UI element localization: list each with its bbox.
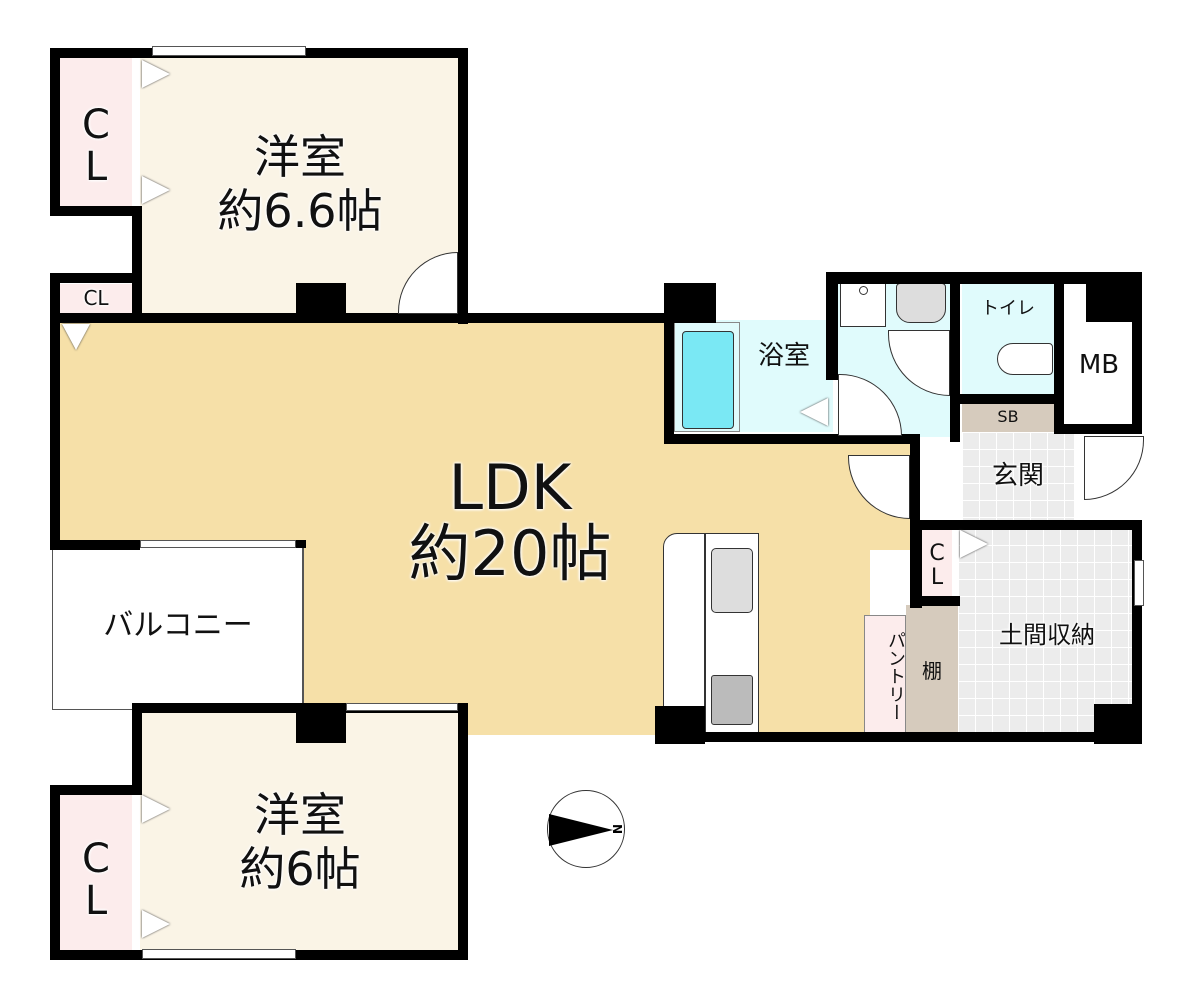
- ldk-label: LDK 約20帖: [380, 455, 640, 587]
- closet-bottom-c: C: [82, 836, 110, 882]
- balcony-label: バルコニー: [103, 608, 253, 643]
- closet-entrance-c: C: [929, 541, 945, 566]
- ldk-floor-lower: [300, 540, 870, 735]
- closet-top-floor: [58, 56, 132, 208]
- bedroom-top-label: 洋室 約6.6帖: [200, 130, 400, 238]
- window-storage: [1134, 560, 1144, 606]
- toilet-bowl: [997, 343, 1053, 375]
- compass-north-label: N: [610, 823, 625, 835]
- bedroom-bottom-floor: [140, 712, 460, 952]
- bedroom-top-floor: [140, 56, 460, 314]
- closet-bottom-label: C L: [60, 838, 132, 922]
- kitchen-counter: [663, 533, 705, 733]
- bedroom-bottom-label: 洋室 約6帖: [200, 788, 400, 896]
- closet-bottom-l: L: [84, 878, 108, 924]
- earth-floor-storage-floor: [958, 528, 1136, 736]
- closet-door-marker: [142, 176, 170, 204]
- earth-floor-storage-label: 土間収納: [999, 621, 1095, 649]
- closet-door-marker: [142, 60, 170, 88]
- closet-top-c: C: [82, 102, 110, 148]
- shoe-box-floor: [962, 404, 1054, 432]
- compass: N: [547, 790, 625, 868]
- toilet-floor: [962, 282, 1054, 394]
- window-top: [152, 46, 306, 56]
- window-bottom-top: [346, 703, 458, 711]
- closet-entrance-label: C L: [922, 542, 952, 590]
- washer-drain: [859, 286, 868, 295]
- bathroom-label: 浴室: [757, 341, 810, 371]
- balcony-floor: [52, 546, 304, 710]
- closet-door-marker: [142, 795, 170, 823]
- shelf-floor: [906, 605, 958, 735]
- bathtub-surround: [674, 322, 740, 432]
- entrance-label: 玄関: [991, 461, 1044, 491]
- ldk-name: LDK: [448, 451, 572, 524]
- door-entrance-main[interactable]: [1084, 436, 1144, 500]
- closet-entrance-l: L: [930, 565, 944, 590]
- closet-door-marker: [62, 324, 90, 350]
- closet-top-label: C L: [60, 104, 132, 188]
- closet-top-l: L: [84, 144, 108, 190]
- ldk-floor: [60, 318, 670, 546]
- sink: [711, 548, 753, 613]
- closet-door-marker: [142, 910, 170, 938]
- closet-bottom-floor: [58, 795, 132, 950]
- closet-entrance-floor: [922, 528, 952, 596]
- toilet-label: トイレ: [981, 298, 1035, 319]
- compass-arrow-icon: [549, 814, 613, 846]
- washbasin: [896, 283, 946, 323]
- window-bottom: [142, 949, 296, 959]
- bedroom-bottom-name: 洋室: [254, 788, 346, 842]
- bathtub: [682, 331, 734, 429]
- closet-door-marker: [960, 530, 988, 558]
- bedroom-bottom-size: 約6帖: [239, 842, 361, 896]
- entrance-floor: [962, 432, 1074, 520]
- bedroom-top-size: 約6.6帖: [217, 184, 383, 238]
- stove: [711, 675, 753, 725]
- ldk-size: 約20帖: [408, 517, 612, 590]
- pantry-floor: [864, 615, 906, 735]
- bath-door-marker: [800, 398, 828, 426]
- bedroom-top-name: 洋室: [254, 130, 346, 184]
- closet-small-floor: [58, 284, 132, 314]
- shoe-box-label: SB: [997, 407, 1019, 426]
- shelf-label: 棚: [922, 659, 942, 683]
- meter-box-label: MB: [1078, 350, 1120, 380]
- closet-small-label: CL: [83, 286, 109, 310]
- window-balcony: [140, 540, 296, 548]
- pantry-label: パントリー: [885, 631, 906, 721]
